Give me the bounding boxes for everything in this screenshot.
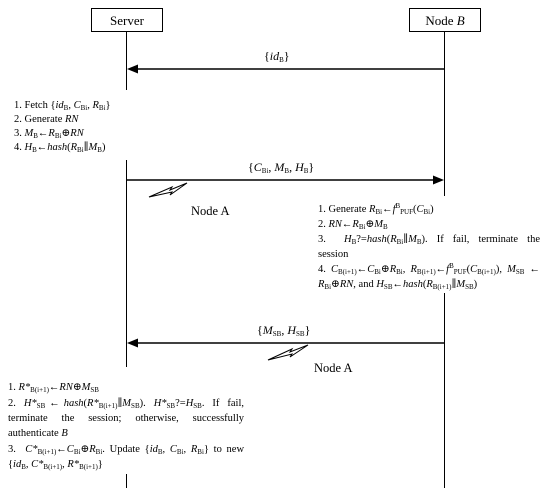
- server-step-authenticate-cont: terminate the session; otherwise, succes…: [8, 413, 244, 424]
- lightning-icon: [267, 344, 309, 361]
- server-lifeline: [126, 32, 128, 90]
- message-1-arrow: [127, 64, 444, 74]
- server-step-compute-m: 3. MB←RBi⊕RN: [14, 128, 84, 140]
- message-3-arrow: [127, 338, 444, 348]
- attacker-label-2: Node A: [314, 361, 353, 375]
- message-3-label: {MSB, HSB}: [257, 323, 311, 338]
- server-step-authenticate-end: authenticate B: [8, 428, 68, 439]
- node-b-actor-box: Node B: [409, 8, 481, 32]
- server-step-recover-r: 1. R*B(i+1)←RN⊕MSB: [8, 382, 99, 394]
- node-step-update: 4. CB(i+1)←CBi⊕RBi, RB(i+1)←fBPUF(CB(i+1…: [318, 262, 541, 276]
- node-b-lifeline: [444, 32, 446, 196]
- node-b-lifeline-segment: [444, 293, 446, 488]
- server-step-update-cont: {idB, C*B(i+1), R*B(i+1)}: [8, 459, 103, 471]
- server-step-compute-h: 4. HB←hash(RBi∥MB): [14, 142, 106, 154]
- node-step-verify: 3. HB?=hash(RBi∥MB). If fail, terminate …: [318, 234, 540, 246]
- server-step-authenticate: 2. H*SB ← hash(R*B(i+1)∥MSB). H*SB?=HSB.…: [8, 398, 244, 410]
- server-step-generate: 2. Generate RN: [14, 114, 79, 125]
- server-lifeline-end: [126, 474, 128, 488]
- node-step-generate: 1. Generate RBi←fBPUF(CBi): [318, 202, 434, 216]
- server-step-fetch: 1. Fetch {idB, CBi, RBi}: [14, 100, 111, 112]
- server-step-update: 3. C*B(i+1)←CBi⊕RBi. Update {idB, CBi, R…: [8, 444, 245, 456]
- node-step-update-cont: RBi⊕RN, and HSB←hash(RB(i+1)∥MSB): [318, 279, 478, 291]
- message-2-arrow: [127, 175, 444, 185]
- lightning-icon: [148, 182, 188, 198]
- server-actor-label: Server: [110, 13, 144, 28]
- server-lifeline-segment: [126, 160, 128, 367]
- attacker-label-1: Node A: [191, 204, 230, 218]
- message-2-label: {CBi, MB, HB}: [248, 160, 315, 175]
- node-b-actor-label: Node B: [425, 13, 465, 28]
- node-step-verify-cont: session: [318, 249, 349, 260]
- message-1-label: {idB}: [264, 49, 290, 64]
- server-actor-box: Server: [91, 8, 163, 32]
- node-step-rn: 2. RN←RBi⊕MB: [318, 219, 388, 231]
